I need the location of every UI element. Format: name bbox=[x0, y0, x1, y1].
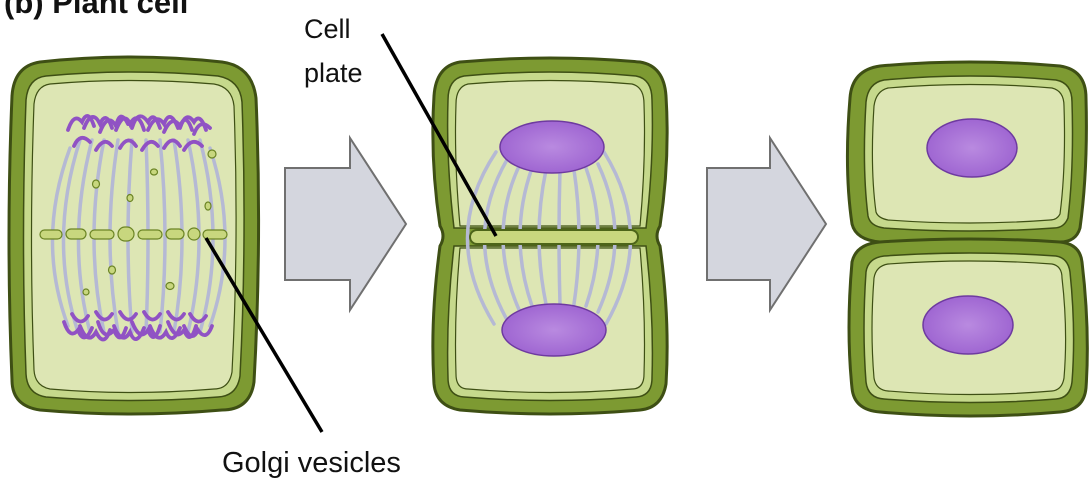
nucleus-top bbox=[927, 119, 1017, 177]
nucleus-bottom bbox=[923, 296, 1013, 354]
daughter-nucleus-bottom bbox=[502, 304, 606, 356]
cell-anaphase bbox=[9, 57, 259, 414]
cell-telophase bbox=[433, 58, 667, 414]
daughter-cells bbox=[847, 62, 1087, 416]
figure-title: (b) Plant cell bbox=[4, 0, 188, 20]
arrow-right-icon bbox=[707, 138, 826, 310]
cell-plate-label-line2: plate bbox=[304, 58, 363, 88]
golgi-vesicles-label: Golgi vesicles bbox=[222, 446, 401, 480]
cell-plate-label: Cell bbox=[304, 14, 351, 44]
daughter-nucleus-top bbox=[500, 121, 604, 173]
arrow-right-icon bbox=[285, 138, 406, 310]
